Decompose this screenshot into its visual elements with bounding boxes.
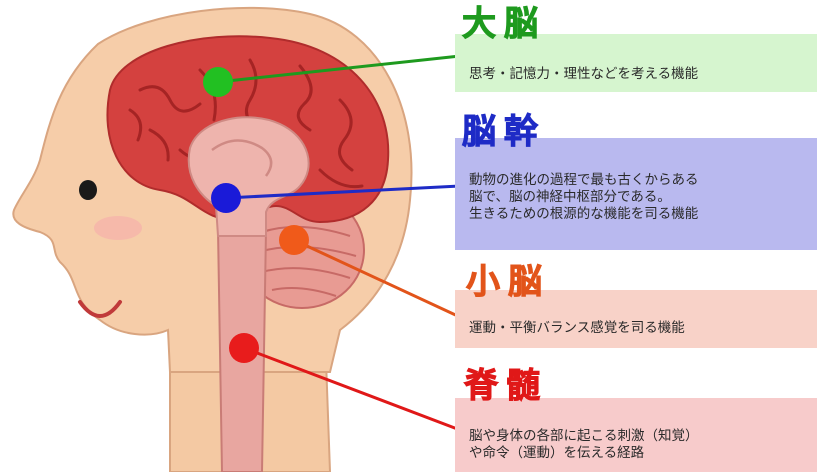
cerebrum-marker xyxy=(203,67,233,97)
spinal-cord-info-box: 脳や身体の各部に起こる刺激（知覚） や命令（運動）を伝える経路 xyxy=(455,398,817,472)
eye xyxy=(79,180,97,200)
spinal-cord-description: 脳や身体の各部に起こる刺激（知覚） や命令（運動）を伝える経路 xyxy=(469,428,699,461)
brainstem-connector xyxy=(225,184,461,200)
mouth xyxy=(78,300,122,318)
cerebellum-info-box: 運動・平衡バランス感覚を司る機能 xyxy=(455,290,817,348)
brainstem-marker xyxy=(211,183,241,213)
brainstem-detail xyxy=(211,139,273,177)
spinal-cord-title: 脊髄 xyxy=(464,366,548,407)
brainstem-info-box: 動物の進化の過程で最も古くからある 脳で、脳の神経中枢部分である。 生きるための… xyxy=(455,138,817,250)
cerebellum-connector xyxy=(293,238,463,320)
cerebellum-title: 小脳 xyxy=(466,262,550,303)
brainstem-title: 脳幹 xyxy=(462,112,546,153)
cerebellum-description: 運動・平衡バランス感覚を司る機能 xyxy=(469,320,685,336)
brainstem-description: 動物の進化の過程で最も古くからある 脳で、脳の神経中枢部分である。 生きるための… xyxy=(469,172,699,222)
cerebrum-connector xyxy=(217,54,461,84)
spinal-connector xyxy=(243,346,461,432)
spinal-marker xyxy=(229,333,259,363)
cerebrum-title: 大脳 xyxy=(462,4,546,45)
cerebrum-info-box: 思考・記憶力・理性などを考える機能 xyxy=(455,34,817,92)
cheek xyxy=(94,216,142,240)
cerebrum-description: 思考・記憶力・理性などを考える機能 xyxy=(469,66,699,82)
cerebellum-marker xyxy=(279,225,309,255)
